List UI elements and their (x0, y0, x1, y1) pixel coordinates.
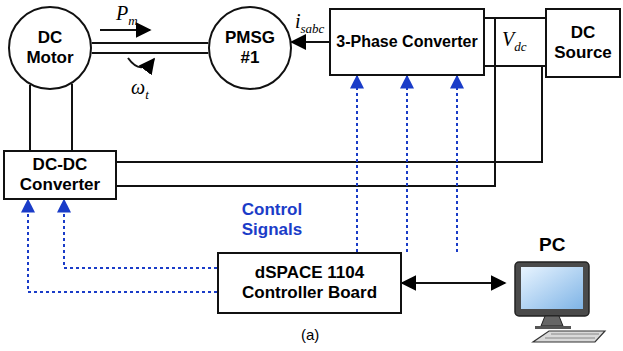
power-wire (292, 41, 329, 43)
power-wire (29, 85, 31, 150)
subscript-label: t (145, 87, 149, 102)
power-wire (485, 17, 545, 19)
power-flow-arrow (100, 29, 150, 31)
symbol-group: Vdc (502, 28, 527, 51)
power-wire (71, 84, 73, 150)
symbol-group: isabc (295, 10, 324, 33)
control-signal-line (28, 200, 217, 292)
block-box: DC Source (545, 8, 621, 78)
block-box: dSPACE 1104 Controller Board (217, 252, 402, 314)
machine-circle: DC Motor (8, 6, 92, 90)
block-label: PMSG #1 (220, 28, 280, 67)
block-label: DC Source (547, 23, 619, 62)
subscript-label: dc (514, 39, 526, 54)
subscript-label: sabc (301, 21, 325, 36)
subscript-label: m (128, 13, 137, 28)
block-label: dSPACE 1104 Controller Board (231, 263, 389, 302)
control-signal-line (356, 76, 358, 252)
power-wire (402, 282, 505, 284)
symbol-group: Pm (116, 2, 138, 25)
power-wire (485, 65, 545, 67)
figure-caption: (a) (301, 326, 319, 343)
control-signal-line (64, 200, 217, 268)
signal-label: Control Signals (224, 200, 320, 239)
symbol-group: ωt (131, 76, 149, 99)
computer-icon: PC (505, 232, 613, 344)
signal-group: Control Signals (224, 200, 320, 239)
block-label: DC-DC Converter (5, 155, 115, 194)
rotation-arrow (128, 58, 154, 67)
machine-circle: PMSG #1 (208, 6, 292, 90)
symbol-label: V (502, 28, 514, 50)
symbol-label: ω (131, 76, 145, 98)
block-box: DC-DC Converter (3, 150, 117, 200)
dc-bus-wire (112, 66, 542, 162)
block-label: PC (539, 234, 565, 256)
symbol-label: P (116, 2, 128, 24)
control-signal-line (406, 76, 408, 252)
control-signal-line (456, 76, 458, 252)
block-label: DC Motor (20, 28, 80, 67)
symbol-label: i (295, 10, 301, 32)
block-box: 3-Phase Converter (329, 8, 485, 76)
shaft-line (92, 43, 209, 53)
block-label: 3-Phase Converter (336, 33, 477, 51)
